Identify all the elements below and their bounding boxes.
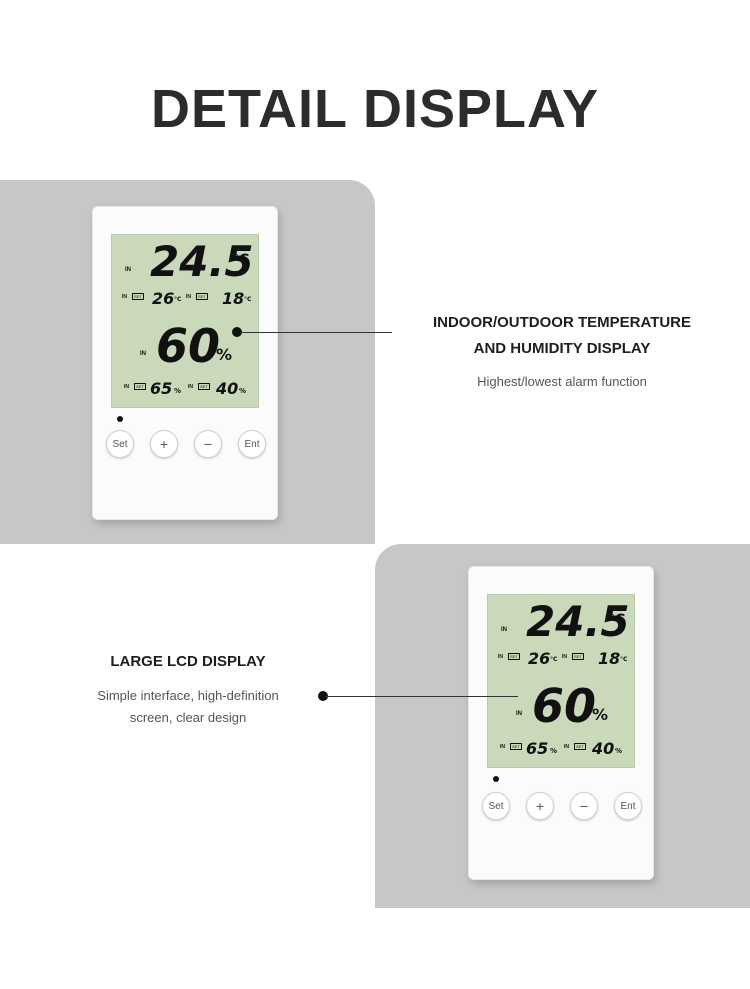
plus-button[interactable]: + [526,792,554,820]
feature-subtitle: Highest/lowest alarm function [477,374,647,389]
temp-low-readout: 18 [598,649,621,668]
in-label: IN [562,654,567,660]
hum-high-unit: % [550,747,558,755]
indicator-light [117,416,123,422]
plus-button[interactable]: + [150,430,178,458]
lcd-screen: IN 24.5 °C IN SET 26 °C IN SET 18 °C IN … [111,234,259,408]
callout-dot [318,691,328,701]
callout-line [240,332,392,333]
temperature-readout: 24.5 [150,237,254,286]
set-low-tag: SET [196,293,208,300]
thermometer-device-bottom: IN 24.5 °C IN SET 26 °C IN SET 18 °C IN … [468,566,654,880]
in-label: IN [516,711,522,717]
in-label: IN [564,744,569,750]
feature-heading: LARGE LCD DISPLAY [110,653,266,670]
set-high-tag: SET [132,293,144,300]
temp-high-unit: °C [550,656,558,663]
hum-high-unit: % [174,387,182,395]
set-high-tag: SET [510,743,522,750]
set-low-tag: SET [198,383,210,390]
humidity-readout: 60 [532,679,597,733]
set-high-tag: SET [134,383,146,390]
temp-low-unit: °C [244,296,252,303]
hum-low-readout: 40 [216,379,239,398]
temp-high-unit: °C [174,296,182,303]
temp-low-readout: 18 [222,289,245,308]
in-label: IN [124,384,129,390]
in-label: IN [125,267,131,273]
hum-low-unit: % [239,387,247,395]
in-label: IN [122,294,127,300]
feature-subtitle-line1: Simple interface, high-definition [97,688,279,703]
callout-dot [232,327,242,337]
set-button[interactable]: Set [106,430,134,458]
set-button[interactable]: Set [482,792,510,820]
in-label: IN [501,627,507,633]
hum-high-readout: 65 [526,739,549,758]
in-label: IN [140,351,146,357]
in-label: IN [498,654,503,660]
temp-high-readout: 26 [152,289,175,308]
hum-low-readout: 40 [592,739,615,758]
set-low-tag: SET [572,653,584,660]
feature-subtitle-line2: screen, clear design [129,710,247,725]
page-title: DETAIL DISPLAY [150,79,600,139]
lcd-screen: IN 24.5 °C IN SET 26 °C IN SET 18 °C IN … [487,594,635,768]
in-label: IN [186,294,191,300]
humidity-unit: % [216,345,233,364]
minus-button[interactable]: − [570,792,598,820]
temperature-unit: °C [232,252,250,268]
in-label: IN [188,384,193,390]
set-low-tag: SET [574,743,586,750]
humidity-readout: 60 [156,319,221,373]
set-high-tag: SET [508,653,520,660]
temperature-unit: °C [608,612,626,628]
temp-high-readout: 26 [528,649,551,668]
humidity-unit: % [592,705,609,724]
in-label: IN [500,744,505,750]
indicator-light [493,776,499,782]
feature-heading-line2: AND HUMIDITY DISPLAY [473,340,651,357]
enter-button[interactable]: Ent [614,792,642,820]
hum-high-readout: 65 [150,379,173,398]
thermometer-device-top: IN 24.5 °C IN SET 26 °C IN SET 18 °C IN … [92,206,278,520]
callout-line [326,696,518,697]
temperature-readout: 24.5 [526,597,630,646]
hum-low-unit: % [615,747,623,755]
temp-low-unit: °C [620,656,628,663]
minus-button[interactable]: − [194,430,222,458]
feature-heading-line1: INDOOR/OUTDOOR TEMPERATURE [432,314,692,331]
enter-button[interactable]: Ent [238,430,266,458]
